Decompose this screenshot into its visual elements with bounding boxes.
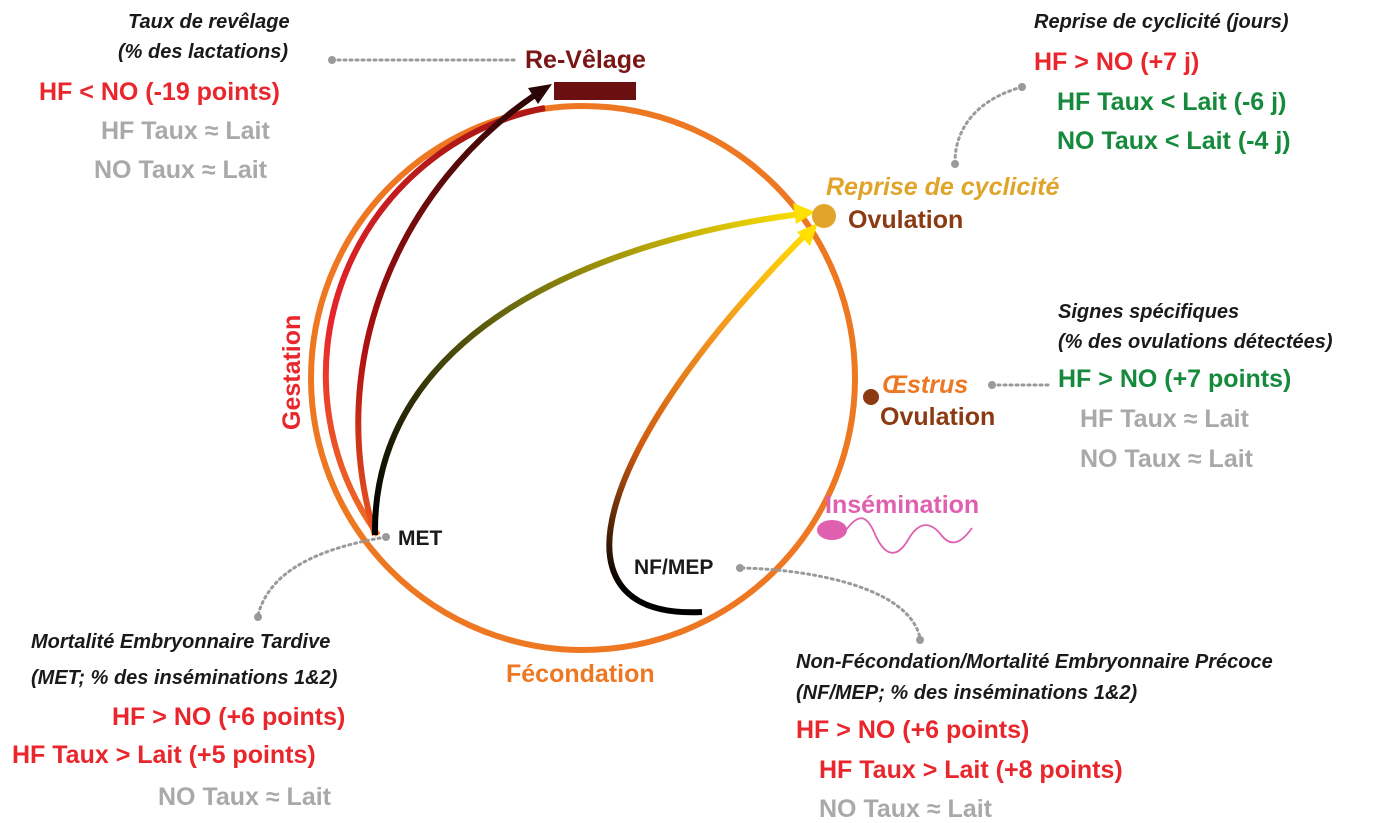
leader-dot <box>951 160 959 168</box>
leader-lines <box>256 58 1054 640</box>
cyclicite-title: Reprise de cyclicité (jours) <box>1034 11 1289 33</box>
leader-nfmep <box>740 566 922 640</box>
revelage-line-3: NO Taux ≈ Lait <box>94 156 267 184</box>
gestation-arc <box>322 105 546 537</box>
stage-met: MET <box>398 527 443 550</box>
revelage-subtitle: (% des lactations) <box>118 41 289 63</box>
stage-fecondation: Fécondation <box>506 660 655 688</box>
nfmep-subtitle: (NF/MEP; % des inséminations 1&2) <box>796 682 1138 704</box>
leader-dot <box>736 564 744 572</box>
arrow-head-revelage <box>528 84 552 104</box>
met-title: Mortalité Embryonnaire Tardive <box>31 631 331 653</box>
leader-dot <box>328 56 336 64</box>
met-line-1: HF > NO (+6 points) <box>112 703 346 731</box>
signes-subtitle: (% des ovulations détectées) <box>1058 331 1333 353</box>
revelage-title: Taux de revêlage <box>128 11 290 33</box>
signes-line-3: NO Taux ≈ Lait <box>1080 445 1253 473</box>
arrow-nfmep-to-ovulation <box>606 229 811 616</box>
stage-reprise-cyclicite: Reprise de cyclicité <box>826 173 1060 201</box>
stage-ovulation-2: Ovulation <box>880 403 996 431</box>
stage-insemination: Insémination <box>825 491 980 519</box>
nfmep-title: Non-Fécondation/Mortalité Embryonnaire P… <box>796 651 1273 673</box>
stage-revelage: Re-Vêlage <box>525 46 646 74</box>
leader-met <box>256 535 388 617</box>
cyclicite-line-2: HF Taux < Lait (-6 j) <box>1057 88 1287 116</box>
cyclicite-line-3: NO Taux < Lait (-4 j) <box>1057 127 1291 155</box>
ovulation-dot-reprise <box>812 204 836 228</box>
revelage-line-2: HF Taux ≈ Lait <box>101 117 270 145</box>
arrow-head-ovulation-2 <box>797 223 818 246</box>
met-line-2: HF Taux > Lait (+5 points) <box>12 741 316 769</box>
met-line-3: NO Taux ≈ Lait <box>158 783 331 811</box>
arrow-met-to-revelage <box>355 90 540 536</box>
arrow-head-ovulation-1 <box>793 203 815 224</box>
insemination-cell <box>817 520 847 540</box>
stage-ovulation-1: Ovulation <box>848 206 964 234</box>
stage-gestation: Gestation <box>278 314 306 430</box>
revelage-bar <box>554 82 636 100</box>
leader-dot <box>916 636 924 644</box>
revelage-line-1: HF < NO (-19 points) <box>39 78 280 106</box>
nfmep-line-1: HF > NO (+6 points) <box>796 716 1030 744</box>
leader-dot <box>382 533 390 541</box>
nfmep-line-2: HF Taux > Lait (+8 points) <box>819 756 1123 784</box>
stage-nf-mep: NF/MEP <box>634 556 714 579</box>
signes-title: Signes spécifiques <box>1058 301 1240 323</box>
arrow-met-to-ovulation <box>371 211 801 536</box>
insemination-tail <box>845 517 973 554</box>
leader-dot <box>1018 83 1026 91</box>
cyclicite-line-1: HF > NO (+7 j) <box>1034 48 1200 76</box>
leader-dot <box>988 381 996 389</box>
signes-line-1: HF > NO (+7 points) <box>1058 365 1292 393</box>
stage-oestrus: Œstrus <box>882 371 969 399</box>
leader-cyclicite <box>953 85 1024 164</box>
met-subtitle: (MET; % des inséminations 1&2) <box>31 667 338 689</box>
leader-dots <box>254 56 1026 644</box>
oestrus-dot <box>863 389 879 405</box>
nfmep-line-3: NO Taux ≈ Lait <box>819 795 992 823</box>
signes-line-2: HF Taux ≈ Lait <box>1080 405 1249 433</box>
leader-dot <box>254 613 262 621</box>
cycle-ring <box>308 103 858 653</box>
